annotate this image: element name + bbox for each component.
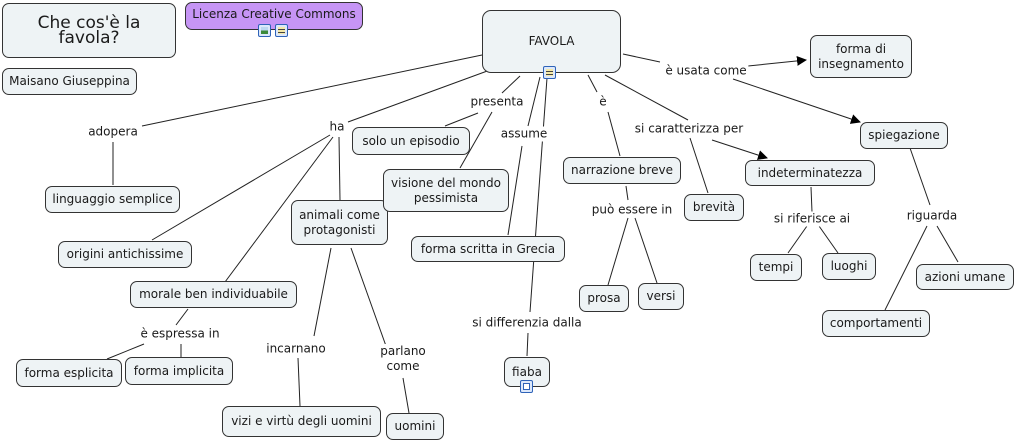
root-concept-favola[interactable]: FAVOLA: [482, 10, 621, 73]
concept-narrazione-breve[interactable]: narrazione breve: [563, 157, 681, 184]
link-si-caratterizza-per[interactable]: si caratterizza per: [632, 121, 746, 137]
author-node[interactable]: Maisano Giuseppina: [2, 68, 137, 95]
concept-indeterminatezza[interactable]: indeterminatezza: [745, 160, 875, 186]
concept-solo-un-episodio[interactable]: solo un episodio: [352, 127, 470, 155]
link-incarnano[interactable]: incarnano: [264, 341, 328, 357]
concept-forma-esplicita[interactable]: forma esplicita: [16, 359, 122, 387]
concept-luoghi[interactable]: luoghi: [822, 253, 876, 280]
link-riguarda[interactable]: riguarda: [904, 208, 960, 224]
concept-vizi-e-virtu[interactable]: vizi e virtù degli uomini: [222, 406, 381, 437]
concept-morale-ben-individuabile[interactable]: morale ben individuabile: [130, 281, 297, 308]
link-e-usata-come[interactable]: è usata come: [663, 63, 749, 79]
link-presenta[interactable]: presenta: [468, 94, 526, 110]
concept-comportamenti[interactable]: comportamenti: [822, 310, 930, 337]
document-resource-icon[interactable]: [275, 24, 288, 37]
concept-prosa[interactable]: prosa: [579, 285, 629, 312]
concept-azioni-umane[interactable]: azioni umane: [916, 264, 1014, 290]
map-title[interactable]: Che cos'è la favola?: [2, 3, 176, 58]
concept-linguaggio-semplice[interactable]: linguaggio semplice: [45, 186, 180, 213]
concept-versi[interactable]: versi: [638, 283, 684, 310]
concept-visione-del-mondo-pessimista[interactable]: visione del mondo pessimista: [383, 169, 509, 212]
image-resource-icon[interactable]: [258, 24, 271, 37]
link-adopera[interactable]: adopera: [86, 124, 140, 140]
link-puo-essere-in[interactable]: può essere in: [589, 202, 675, 218]
concept-forma-di-insegnamento[interactable]: forma di insegnamento: [810, 35, 912, 78]
concept-map-link-icon[interactable]: [520, 380, 533, 393]
concept-uomini[interactable]: uomini: [386, 413, 444, 440]
link-e[interactable]: è: [597, 94, 609, 110]
document-resource-icon[interactable]: [543, 66, 556, 79]
concept-animali-come-protagonisti[interactable]: animali come protagonisti: [291, 200, 388, 245]
link-ha[interactable]: ha: [327, 119, 347, 135]
concept-forma-implicita[interactable]: forma implicita: [125, 357, 233, 385]
concept-forma-scritta-in-grecia[interactable]: forma scritta in Grecia: [411, 236, 565, 262]
link-e-espressa-in[interactable]: è espressa in: [138, 326, 222, 342]
concept-brevita[interactable]: brevità: [684, 194, 744, 221]
concept-tempi[interactable]: tempi: [750, 254, 802, 281]
link-si-riferisce-ai[interactable]: si riferisce ai: [771, 211, 853, 227]
license-node[interactable]: Licenza Creative Commons: [185, 2, 363, 30]
link-assume[interactable]: assume: [498, 126, 550, 142]
concept-origini-antichissime[interactable]: origini antichissime: [58, 241, 192, 268]
link-parlano-come[interactable]: parlano come: [378, 344, 428, 374]
link-si-differenzia-dalla[interactable]: si differenzia dalla: [470, 315, 584, 331]
concept-spiegazione[interactable]: spiegazione: [860, 122, 948, 149]
